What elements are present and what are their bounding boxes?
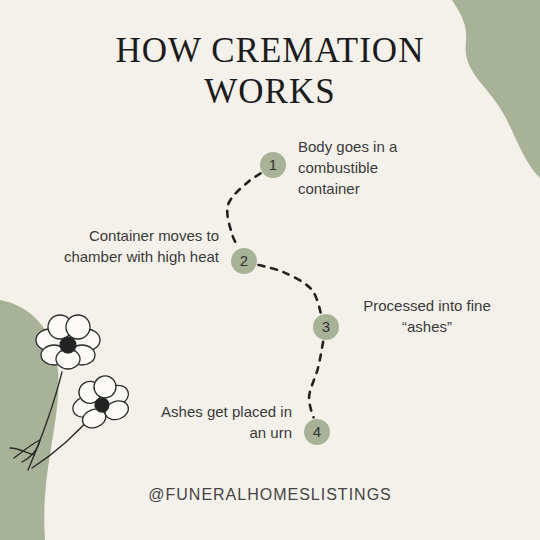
step-circle: 1Body goes in a combustible container [260, 152, 286, 178]
step-circle: 2Container moves to chamber with high he… [231, 248, 257, 274]
flower [66, 370, 136, 433]
corner-blob [452, 0, 540, 178]
step-number: 2 [231, 248, 257, 274]
dashed-connector [227, 173, 260, 247]
flower-illustration [10, 315, 136, 470]
step-description: Body goes in a combustible container [298, 136, 416, 199]
step-description: Ashes get placed in an urn [152, 401, 292, 443]
step-circle: 4Ashes get placed in an urn [304, 419, 330, 445]
step-circle: 3Processed into fine “ashes” [313, 314, 339, 340]
handle-label: @FUNERALHOMESLISTINGS [0, 486, 540, 504]
dashed-connector [309, 342, 323, 418]
step-description: Container moves to chamber with high hea… [59, 225, 219, 267]
step-number: 3 [313, 314, 339, 340]
step-number: 4 [304, 419, 330, 445]
flower [36, 315, 100, 369]
title: HOW CREMATION WORKS [105, 30, 435, 112]
step-number: 1 [260, 152, 286, 178]
dashed-connector [258, 265, 320, 313]
step-description: Processed into fine “ashes” [351, 295, 503, 337]
